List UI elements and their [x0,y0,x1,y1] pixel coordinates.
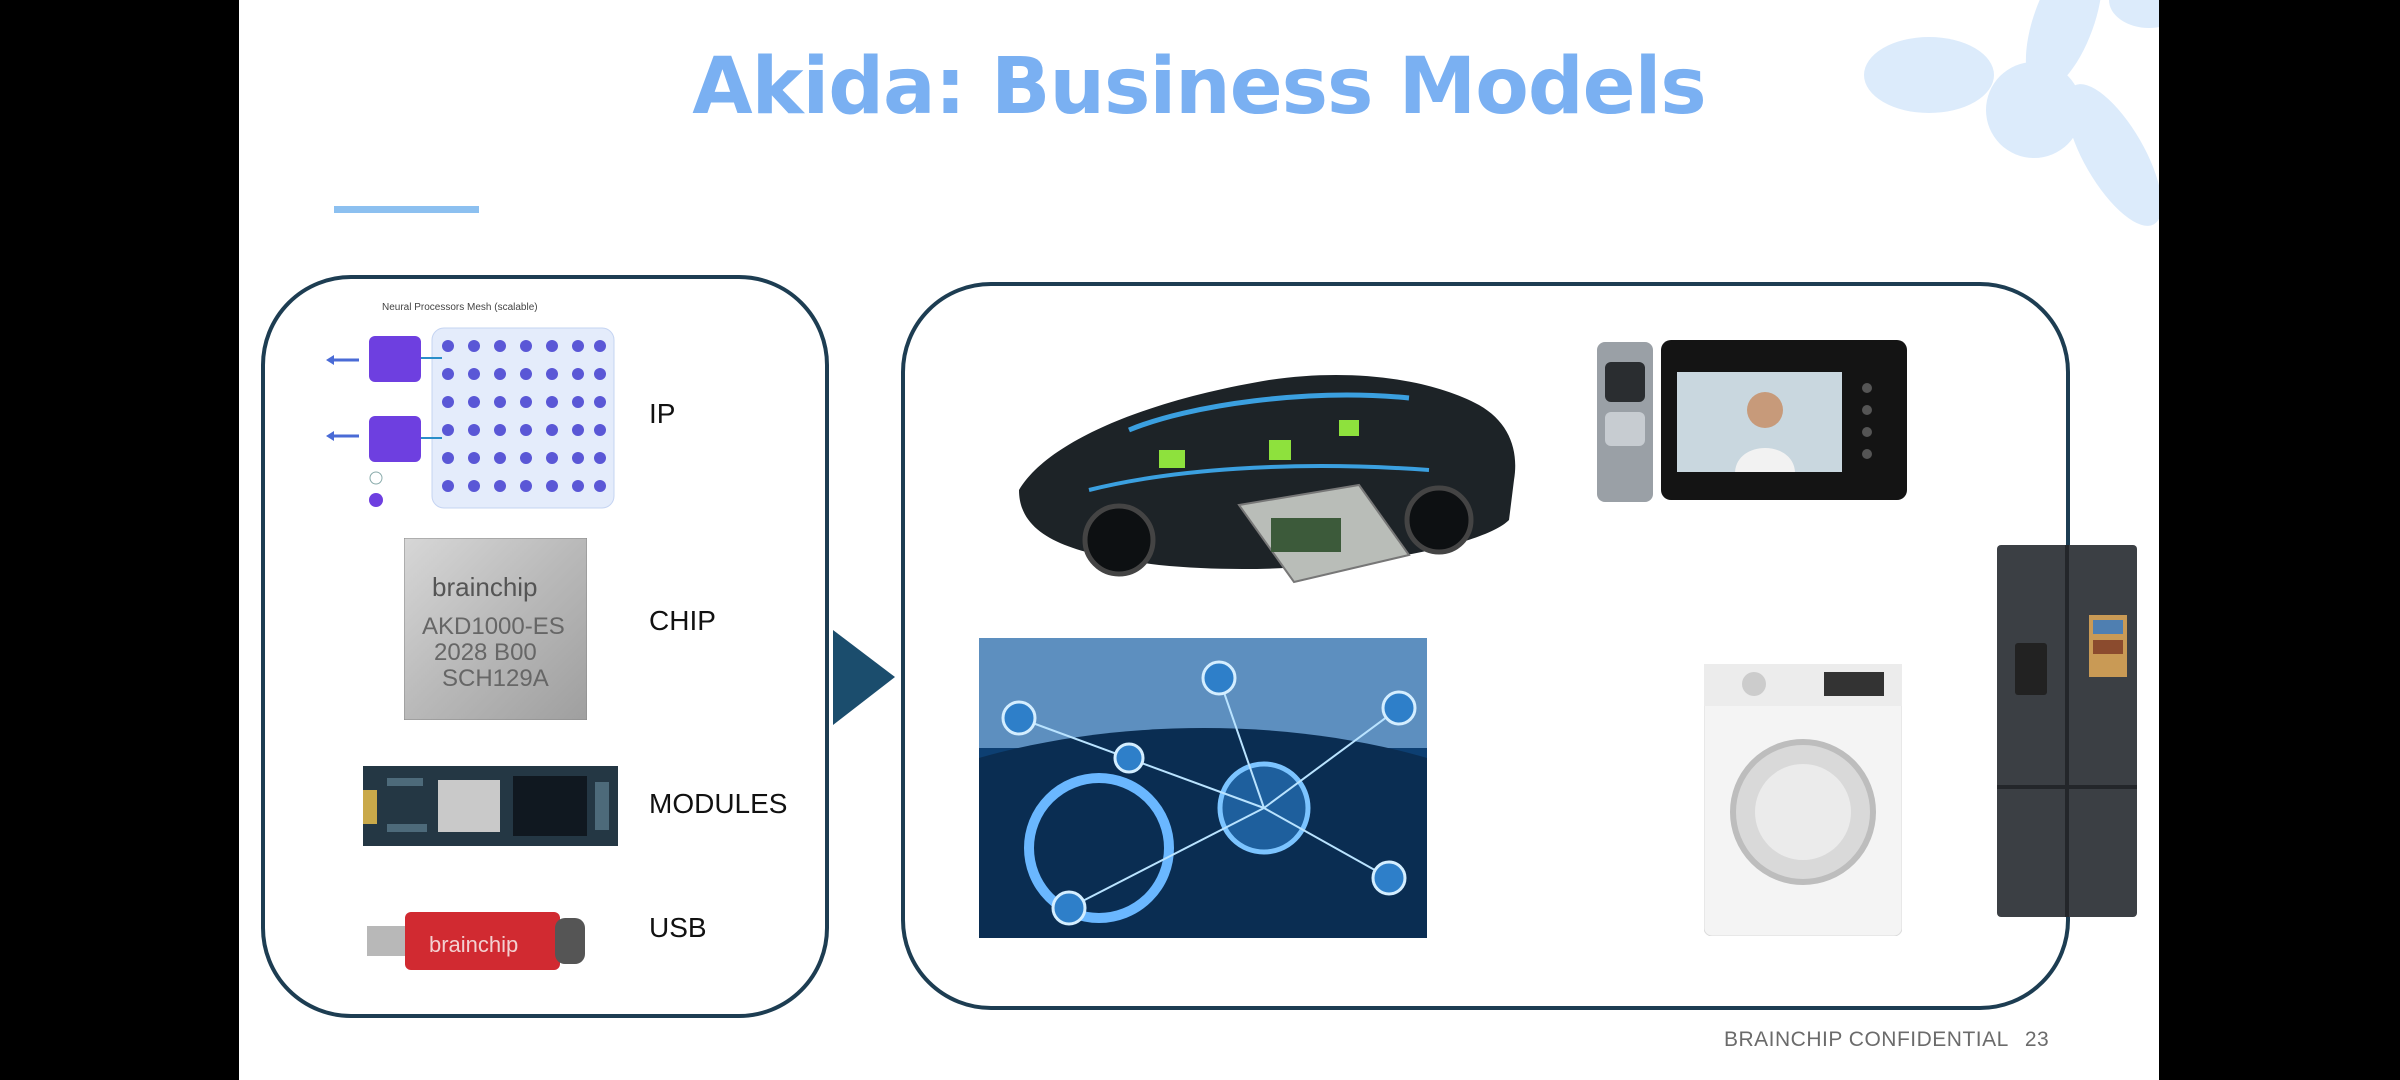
washing-machine-icon [1704,664,1902,936]
row-label-chip: CHIP [649,605,716,636]
connected-car-icon [1019,374,1516,584]
slide-title: Akida: Business Models [692,42,1706,132]
chip-marking-line-3: SCH129A [442,665,549,692]
ip-diagram-caption: Neural Processors Mesh (scalable) [382,302,538,313]
chip-marking-line-1: AKD1000-ES [422,613,565,640]
arrow-right-icon [833,630,895,725]
chip-marking-line-2: 2028 B00 [434,639,537,666]
m2-module-icon [363,766,618,846]
page-number: 23 [2024,1028,2050,1051]
chip-brand: brainchip [432,572,538,602]
usb-stick-icon: brainchip [367,912,585,970]
confidential-label: BRAINCHIP CONFIDENTIAL [1724,1028,2009,1051]
video-door-phone-icon [1597,340,1907,502]
neural-mesh-diagram-icon: Neural Processors Mesh (scalable) [326,302,615,509]
autonomous-driving-icon [979,638,1427,938]
usb-brand: brainchip [429,932,518,957]
row-label-usb: USB [649,912,707,943]
row-label-ip: IP [649,398,676,429]
slide-footer: BRAINCHIP CONFIDENTIAL 23 [1724,1028,2049,1052]
akida-chip-icon: brainchip AKD1000-ES 2028 B00 SCH129A [404,538,587,720]
slide: Akida: Business Models Neural Processors… [239,0,2159,1080]
snowflake-decoration-icon [1864,0,2159,226]
smart-refrigerator-icon [1997,545,2137,917]
title-accent-line [334,206,479,213]
row-label-modules: MODULES [649,788,788,819]
